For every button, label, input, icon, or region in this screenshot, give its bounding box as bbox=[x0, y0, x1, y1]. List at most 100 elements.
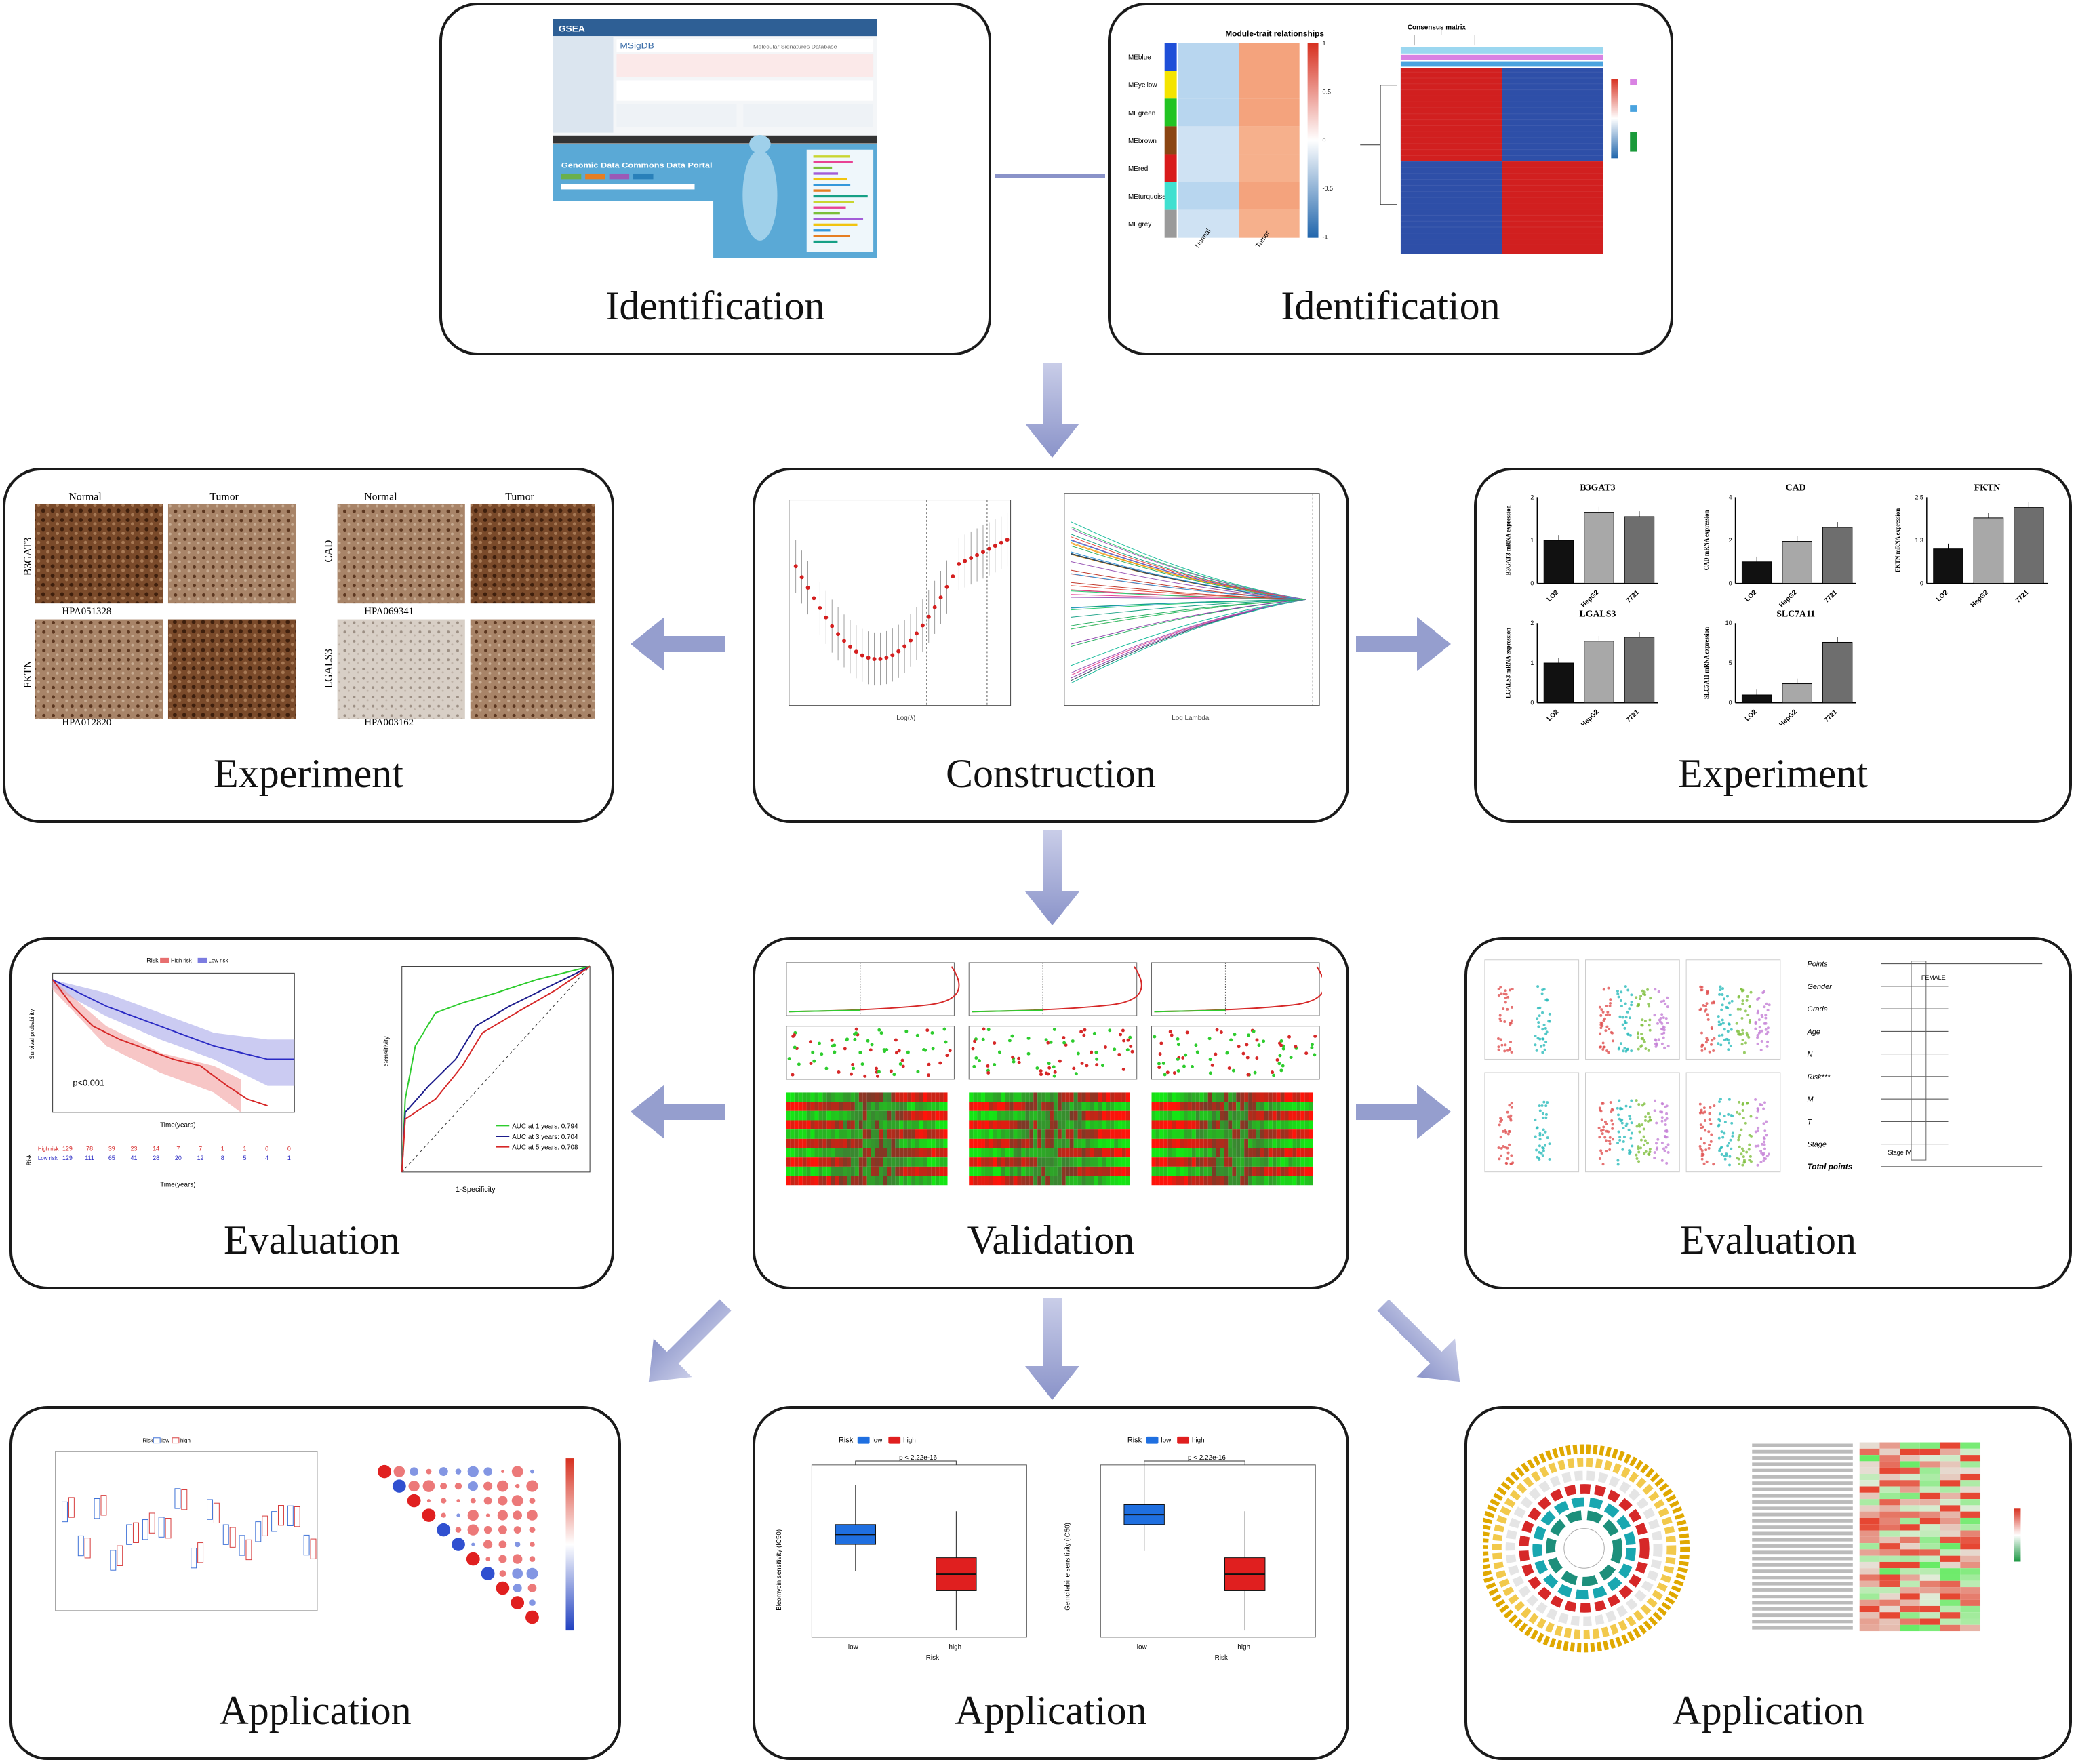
clinical-point bbox=[1535, 1049, 1538, 1052]
status-point bbox=[1275, 1058, 1279, 1062]
cv-point bbox=[884, 656, 889, 660]
clinical-point bbox=[1747, 1148, 1751, 1151]
expr-heat-cell bbox=[1102, 1120, 1106, 1130]
expr-heat-cell bbox=[931, 1166, 936, 1176]
clinical-point bbox=[1541, 1011, 1544, 1014]
expr-heat-cell bbox=[1309, 1148, 1313, 1158]
ihc-image-grid: Normal Tumor Normal Tumor B3GAT3 CAD FKT… bbox=[22, 492, 595, 725]
expr-heat-cell bbox=[1272, 1157, 1277, 1167]
panel-construction-lasso: Log(λ) Log Lambda Construction bbox=[753, 468, 1349, 823]
expr-heat-cell bbox=[903, 1102, 908, 1111]
risk-score-curve bbox=[972, 966, 1142, 1013]
expr-heat-cell bbox=[1009, 1148, 1014, 1158]
expr-heat-cell bbox=[1224, 1148, 1229, 1158]
status-point bbox=[1257, 1043, 1261, 1047]
clinical-point bbox=[1621, 1148, 1624, 1151]
expr-heat-cell bbox=[1232, 1129, 1237, 1139]
expr-heat-cell bbox=[935, 1148, 940, 1158]
status-point bbox=[1255, 1056, 1259, 1060]
expr-heat-cell bbox=[1224, 1129, 1229, 1139]
expr-heat-cell bbox=[919, 1092, 923, 1102]
status-point bbox=[1128, 1035, 1132, 1039]
clinical-point bbox=[1763, 1143, 1766, 1146]
expr-heat-cell bbox=[1195, 1166, 1200, 1176]
clinical-point bbox=[1599, 1149, 1603, 1152]
module-trait-cell bbox=[1178, 154, 1239, 182]
status-point bbox=[1231, 1068, 1235, 1073]
expr-heat-cell bbox=[1300, 1102, 1305, 1111]
expr-heat-cell bbox=[939, 1110, 944, 1121]
expr-heat-cell bbox=[835, 1148, 839, 1158]
clinical-point bbox=[1542, 1149, 1545, 1152]
gsva-row-label bbox=[1752, 1481, 1853, 1485]
clinical-point bbox=[1740, 1147, 1744, 1150]
status-point bbox=[1095, 1057, 1099, 1061]
correlation-dotplot bbox=[378, 1458, 574, 1631]
gsva-scale bbox=[2014, 1508, 2021, 1562]
nomogram-row-label: T bbox=[1807, 1118, 1812, 1126]
clinical-point bbox=[1542, 1043, 1546, 1047]
expr-heat-cell bbox=[911, 1157, 915, 1167]
status-point bbox=[845, 1038, 849, 1042]
gsva-heat-cell bbox=[1879, 1461, 1900, 1468]
portal-bar bbox=[813, 166, 833, 169]
expr-heat-cell bbox=[923, 1120, 927, 1130]
cv-point bbox=[878, 657, 883, 661]
expr-heat-cell bbox=[810, 1092, 815, 1102]
status-point bbox=[1281, 1047, 1285, 1051]
expr-heat-cell bbox=[939, 1176, 944, 1186]
clinical-point bbox=[1718, 1112, 1721, 1116]
expr-heat-cell bbox=[1041, 1120, 1046, 1130]
coef-path bbox=[1071, 599, 1306, 674]
expr-heat-cell bbox=[1090, 1092, 1094, 1102]
expr-heat-cell bbox=[939, 1157, 944, 1167]
expr-heat-cell bbox=[850, 1148, 855, 1158]
expr-heat-cell bbox=[915, 1157, 919, 1167]
gsva-heat-cell bbox=[1940, 1455, 1961, 1462]
expr-heat-cell bbox=[866, 1157, 871, 1167]
pcr-category-label: 7721 bbox=[1625, 708, 1641, 723]
expr-heat-cell bbox=[1248, 1157, 1253, 1167]
expr-heat-cell bbox=[969, 1148, 974, 1158]
clinical-point bbox=[1665, 1129, 1669, 1132]
clinical-point bbox=[1729, 1138, 1732, 1142]
expr-heat-cell bbox=[1220, 1110, 1224, 1121]
pcr-bar bbox=[1822, 641, 1853, 704]
expr-heat-cell bbox=[895, 1110, 900, 1121]
clinical-point bbox=[1746, 1014, 1750, 1016]
clinical-point bbox=[1540, 1104, 1544, 1107]
expr-heat-cell bbox=[989, 1092, 993, 1102]
expr-heat-cell bbox=[806, 1148, 811, 1158]
clinical-point bbox=[1606, 1010, 1610, 1014]
expr-heat-cell bbox=[1050, 1157, 1054, 1167]
gsva-heat-cell bbox=[1900, 1549, 1920, 1556]
expr-heat-cell bbox=[923, 1157, 927, 1167]
immune-box-low bbox=[239, 1535, 245, 1556]
gsva-heat-cell bbox=[1919, 1442, 1940, 1449]
expr-heat-cell bbox=[1163, 1110, 1168, 1121]
clinical-point bbox=[1506, 1151, 1510, 1155]
expr-heat-cell bbox=[1184, 1110, 1188, 1121]
expr-heat-cell bbox=[1207, 1110, 1212, 1121]
clinical-point bbox=[1717, 1015, 1720, 1018]
expr-heat-cell bbox=[1260, 1138, 1264, 1148]
gsva-heat-cell bbox=[1879, 1612, 1900, 1619]
clinical-point bbox=[1742, 1159, 1746, 1162]
expr-heat-cell bbox=[1121, 1138, 1126, 1148]
arrow-down-2 bbox=[1025, 830, 1079, 925]
clinical-point bbox=[1541, 1154, 1544, 1157]
expr-heat-cell bbox=[814, 1110, 819, 1121]
col-normal-right: Normal bbox=[364, 492, 397, 503]
clinical-point bbox=[1653, 1014, 1656, 1017]
status-point bbox=[1017, 1056, 1021, 1060]
pcr-tick: 1 bbox=[1530, 660, 1534, 666]
corr-dot bbox=[392, 1479, 406, 1493]
expr-heat-cell bbox=[899, 1166, 904, 1176]
cv-point bbox=[830, 624, 835, 628]
module-color-swatch bbox=[1164, 71, 1177, 99]
expr-heat-cell bbox=[1017, 1166, 1022, 1176]
expr-heat-cell bbox=[1151, 1157, 1156, 1167]
expr-heat-cell bbox=[1240, 1129, 1245, 1139]
expr-heat-cell bbox=[973, 1138, 978, 1148]
expr-heat-cell bbox=[1191, 1110, 1196, 1121]
